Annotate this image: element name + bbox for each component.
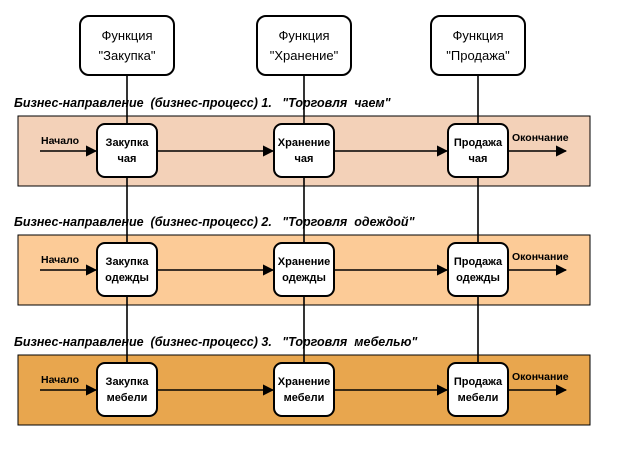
process-node-storage-furniture: Хранение мебели [273, 362, 335, 417]
node-label-line1: Закупка [106, 256, 150, 268]
node-label-line1: Продажа [454, 137, 503, 149]
process-title: Бизнес-направление (бизнес-процесс) 1. "… [14, 96, 392, 110]
node-label-line2: мебели [284, 392, 325, 404]
process-node-storage-clothes: Хранение одежды [273, 242, 335, 297]
end-label: Окончание [512, 132, 569, 144]
start-label: Начало [41, 135, 79, 147]
process-node-purchase-clothes: Закупка одежды [96, 242, 158, 297]
function-label-line2: "Закупка" [99, 48, 156, 63]
node-label-line2: чая [295, 153, 314, 165]
node-label-line1: Закупка [106, 137, 150, 149]
start-label: Начало [41, 254, 79, 266]
function-label-line1: Функция [279, 28, 330, 43]
function-box-storage: Функция "Хранение" [256, 15, 352, 76]
function-label-line1: Функция [102, 28, 153, 43]
node-label-line2: чая [469, 153, 488, 165]
node-label-line2: одежды [282, 272, 326, 284]
process-node-purchase-furniture: Закупка мебели [96, 362, 158, 417]
function-box-sales: Функция "Продажа" [430, 15, 526, 76]
process-node-sales-furniture: Продажа мебели [447, 362, 509, 417]
start-label: Начало [41, 374, 79, 386]
end-label: Окончание [512, 251, 569, 263]
process-node-storage-tea: Хранение чая [273, 123, 335, 178]
node-label-line2: мебели [107, 392, 148, 404]
process-title: Бизнес-направление (бизнес-процесс) 2. "… [14, 215, 416, 229]
process-node-purchase-tea: Закупка чая [96, 123, 158, 178]
process-node-sales-clothes: Продажа одежды [447, 242, 509, 297]
node-label-line1: Хранение [278, 376, 330, 388]
node-label-line2: чая [118, 153, 137, 165]
node-label-line1: Хранение [278, 256, 330, 268]
node-label-line2: мебели [458, 392, 499, 404]
node-label-line1: Закупка [106, 376, 150, 388]
function-label-line1: Функция [453, 28, 504, 43]
process-title: Бизнес-направление (бизнес-процесс) 3. "… [14, 335, 418, 349]
function-label-line2: "Продажа" [446, 48, 510, 63]
node-label-line2: одежды [105, 272, 149, 284]
end-label: Окончание [512, 371, 569, 383]
node-label-line2: одежды [456, 272, 500, 284]
node-label-line1: Продажа [454, 256, 503, 268]
function-label-line2: "Хранение" [270, 48, 339, 63]
node-label-line1: Продажа [454, 376, 503, 388]
node-label-line1: Хранение [278, 137, 330, 149]
process-node-sales-tea: Продажа чая [447, 123, 509, 178]
function-box-purchase: Функция "Закупка" [79, 15, 175, 76]
